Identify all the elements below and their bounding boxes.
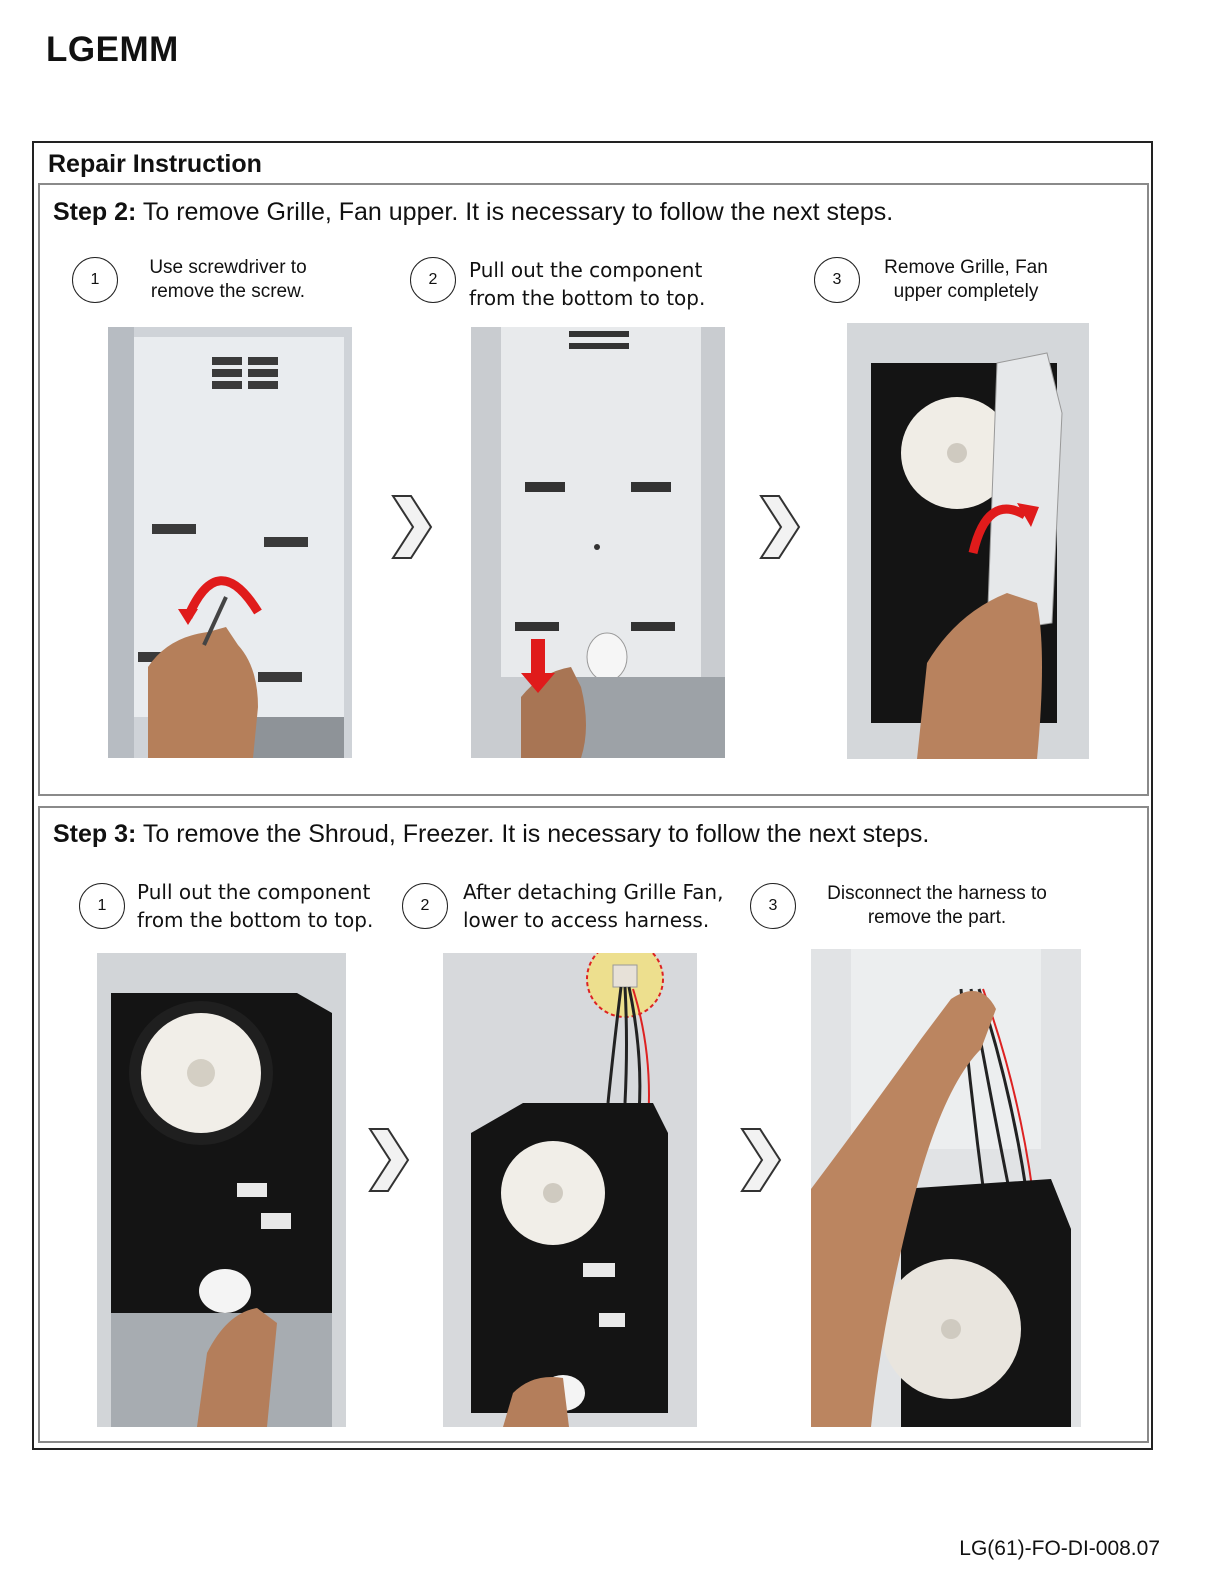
photo-pull-out-component [471,327,725,758]
document-code: LG(61)-FO-DI-008.07 [959,1537,1160,1560]
repair-instruction-frame [32,141,1153,1450]
step2-panel [38,183,1149,796]
next-arrow-icon [740,1128,782,1192]
next-arrow-icon [368,1128,410,1192]
caption-line: upper completely [893,281,1039,302]
caption-line: Pull out the component [469,258,703,282]
photo-access-harness [443,953,697,1427]
step3-text: To remove the Shroud, Freezer. It is nec… [136,820,930,848]
step2-item1-caption: Use screwdriver to remove the screw. [128,256,328,304]
step3-label: Step 3: [53,820,137,848]
caption-line: remove the part. [867,907,1007,928]
step3-item1-number: 1 [79,883,125,929]
caption-line: from the bottom to top. [469,286,706,310]
step3-item3-caption: Disconnect the harness to remove the par… [812,882,1062,930]
step2-text: To remove Grille, Fan upper. It is neces… [136,198,894,226]
caption-line: from the bottom to top. [137,908,374,932]
next-arrow-icon [759,495,801,559]
caption-line: remove the screw. [150,281,306,302]
step2-item2-number: 2 [410,257,456,303]
step2-heading: Step 2: To remove Grille, Fan upper. It … [53,198,893,227]
brand-logo: LGEMM [46,30,179,69]
caption-line: Use screwdriver to [149,257,307,278]
step2-item2-caption: Pull out the component from the bottom t… [469,256,769,312]
caption-line: Disconnect the harness to [827,883,1047,904]
next-arrow-icon [391,495,433,559]
photo-remove-grille [847,323,1089,759]
step2-item1-number: 1 [72,257,118,303]
caption-line: Pull out the component [137,880,371,904]
step3-item2-caption: After detaching Grille Fan, lower to acc… [463,878,753,934]
caption-line: After detaching Grille Fan, [463,880,724,904]
step2-label: Step 2: [53,198,137,226]
step3-panel [38,806,1149,1443]
caption-line: Remove Grille, Fan [884,257,1048,278]
step2-item3-number: 3 [814,257,860,303]
step3-item1-caption: Pull out the component from the bottom t… [137,878,407,934]
caption-line: lower to access harness. [463,908,710,932]
photo-disconnect-harness [811,949,1081,1427]
step2-item3-caption: Remove Grille, Fan upper completely [866,256,1066,304]
step3-heading: Step 3: To remove the Shroud, Freezer. I… [53,820,929,849]
step3-item2-number: 2 [402,883,448,929]
photo-remove-screw [108,327,352,758]
photo-shroud-pull-out [97,953,346,1427]
section-title: Repair Instruction [48,150,262,178]
step3-item3-number: 3 [750,883,796,929]
